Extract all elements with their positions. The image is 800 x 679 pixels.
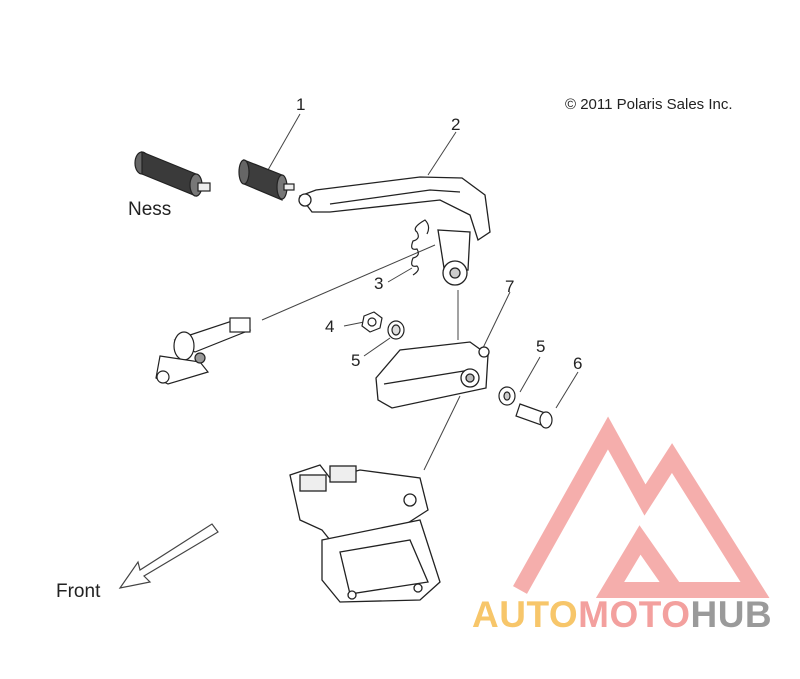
- master-cylinder: [155, 317, 252, 385]
- mounting-bracket: [289, 464, 441, 603]
- leader-lines: [261, 113, 579, 471]
- callout-2: 2: [451, 115, 461, 134]
- copyright-text: © 2011 Polaris Sales Inc.: [565, 96, 733, 113]
- callout-6: 6: [573, 354, 583, 373]
- watermark-hub: HUB: [690, 594, 773, 635]
- watermark-moto: MOTO: [578, 594, 691, 635]
- bushing-part-5: [387, 320, 405, 340]
- front-arrow: [118, 523, 219, 589]
- callout-3: 3: [374, 274, 384, 293]
- spring-part-3: [411, 219, 430, 276]
- washer-part-5: [498, 386, 516, 406]
- bracket-part-7: [375, 341, 490, 409]
- front-label: Front: [56, 581, 101, 602]
- watermark-auto: AUTO: [472, 594, 579, 635]
- footpeg-part-1: [238, 159, 295, 201]
- callout-5-right: 5: [536, 337, 546, 356]
- callout-1: 1: [296, 95, 306, 114]
- nut-part-4: [361, 311, 383, 333]
- ness-footpeg: [134, 151, 211, 197]
- watermark-text: AUTOMOTOHUB: [472, 594, 772, 636]
- callout-5-left: 5: [351, 351, 361, 370]
- watermark-logo: [513, 416, 770, 598]
- bolt-part-6: [515, 403, 553, 429]
- callout-7: 7: [505, 277, 515, 296]
- callout-4: 4: [325, 317, 335, 336]
- ness-label: Ness: [128, 199, 172, 220]
- brake-lever-part-2: [298, 176, 491, 286]
